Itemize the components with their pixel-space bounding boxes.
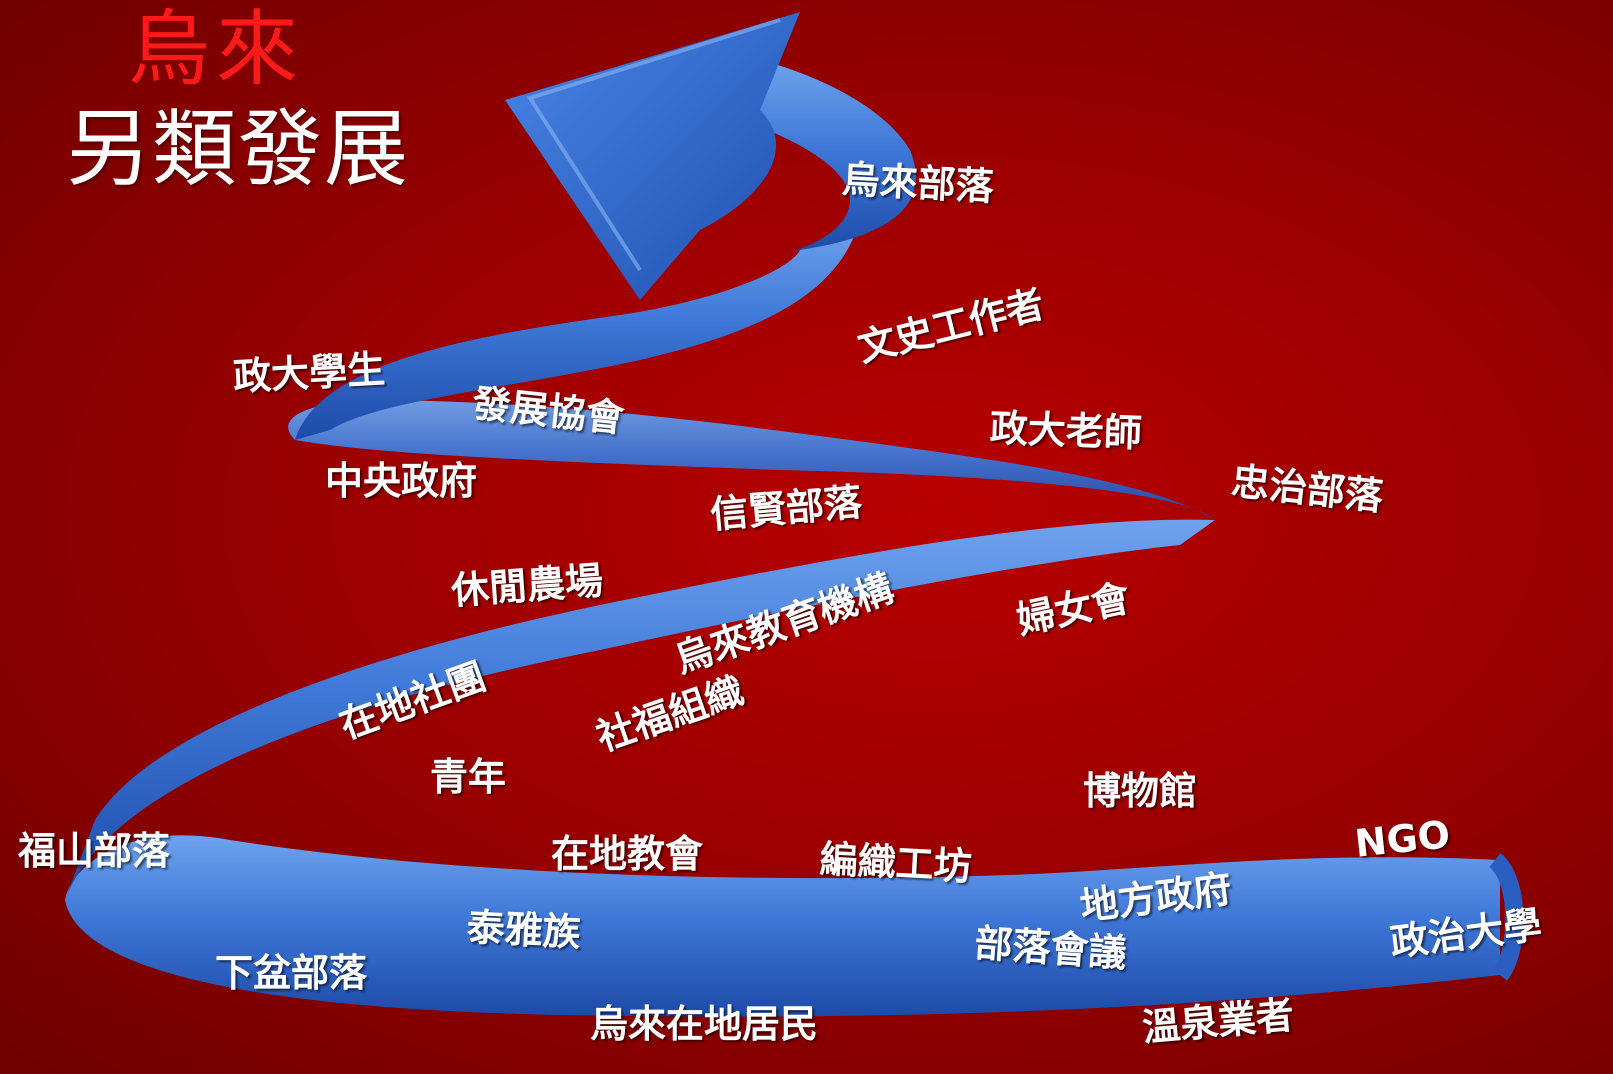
- label-atayal: 泰雅族: [465, 905, 582, 955]
- spiral-band-top: [740, 60, 916, 255]
- label-leisure-farm: 休閒農場: [449, 558, 605, 613]
- spiral-band-bottom-edge: [1488, 852, 1524, 981]
- label-nccu-students: 政大學生: [232, 347, 387, 399]
- title-wulai: 烏來: [128, 2, 305, 97]
- label-tribal-council: 部落會議: [973, 921, 1128, 976]
- label-weaving-workshop: 編織工坊: [818, 837, 973, 889]
- label-central-government: 中央政府: [325, 459, 478, 503]
- label-fushan-tribe: 福山部落: [18, 829, 171, 873]
- label-local-church: 在地教會: [551, 832, 704, 876]
- spiral-band-rising-lower: [65, 519, 1215, 900]
- arrowhead-highlight: [526, 18, 781, 272]
- label-museum: 博物館: [1083, 769, 1198, 813]
- label-xiapen-tribe: 下盆部落: [215, 951, 368, 995]
- spiral-band-rising-upper: [295, 220, 860, 440]
- label-youth: 青年: [430, 755, 507, 799]
- spiral-band-bottom: [65, 835, 1500, 1017]
- label-wulai-tribe: 烏來部落: [840, 157, 995, 209]
- label-wulai-residents: 烏來在地居民: [590, 1002, 819, 1046]
- label-nccu-teachers: 政大老師: [989, 406, 1143, 456]
- page-title: 另類發展: [66, 100, 411, 198]
- arrowhead: [505, 12, 800, 300]
- spiral-band-middle: [288, 400, 1215, 520]
